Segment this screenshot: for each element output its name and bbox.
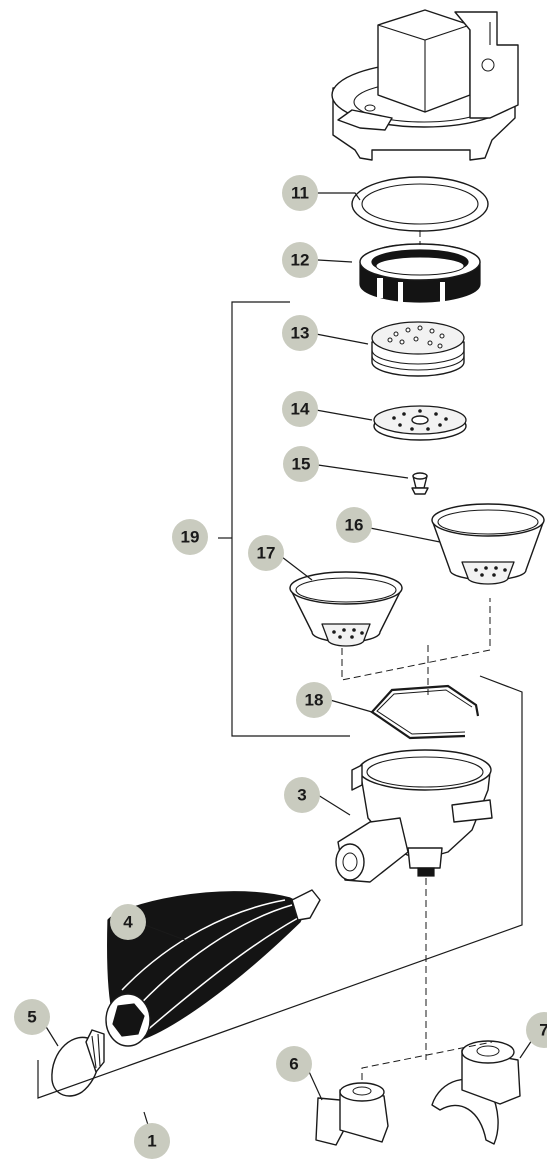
part-12-ring	[359, 243, 481, 303]
callout-6: 6	[276, 1046, 312, 1082]
callout-1-label: 1	[147, 1132, 156, 1151]
part-18-spring-clip	[370, 684, 480, 740]
callout-18-label: 18	[305, 691, 324, 710]
part-5-end-cap	[51, 1029, 105, 1097]
callout-5-label: 5	[27, 1008, 36, 1027]
part-14-shower-screen	[373, 405, 467, 441]
callout-7: 7	[526, 1012, 547, 1048]
part-7-spout-double	[431, 1040, 521, 1145]
callout-4: 4	[110, 904, 146, 940]
callout-13: 13	[282, 315, 318, 351]
part-17-filter-basket-single	[289, 571, 403, 647]
callout-14-label: 14	[291, 400, 310, 419]
callout-5: 5	[14, 999, 50, 1035]
callout-15-label: 15	[292, 455, 311, 474]
callout-16-label: 16	[345, 516, 364, 535]
assembly-axes	[341, 230, 493, 1080]
callout-16: 16	[336, 507, 372, 543]
callout-11: 11	[282, 175, 318, 211]
part-11-gasket	[351, 176, 489, 232]
part-6-spout-single	[315, 1082, 389, 1146]
callout-13-label: 13	[291, 324, 310, 343]
callout-18: 18	[296, 682, 332, 718]
group-head-assembly	[331, 9, 519, 161]
handle-assembly-outline	[37, 675, 523, 1099]
part-13-shower-holder	[371, 321, 465, 377]
callout-17-label: 17	[257, 544, 276, 563]
callout-4-label: 4	[123, 913, 133, 932]
callout-12-label: 12	[291, 251, 310, 270]
bracket-19	[218, 301, 350, 737]
callout-12: 12	[282, 242, 318, 278]
callout-3-label: 3	[297, 786, 306, 805]
callout-11-label: 11	[291, 184, 309, 203]
callout-14: 14	[282, 391, 318, 427]
part-15-screw	[411, 472, 429, 495]
part-16-filter-basket-double	[431, 503, 545, 585]
callout-7-label: 7	[539, 1021, 547, 1040]
callout-19-label: 19	[181, 528, 200, 547]
part-3-portafilter-body	[335, 749, 493, 883]
callout-19: 19	[172, 519, 208, 555]
callout-15: 15	[283, 446, 319, 482]
callout-3: 3	[284, 777, 320, 813]
callout-1: 1	[134, 1123, 170, 1159]
callout-6-label: 6	[289, 1055, 298, 1074]
callout-17: 17	[248, 535, 284, 571]
